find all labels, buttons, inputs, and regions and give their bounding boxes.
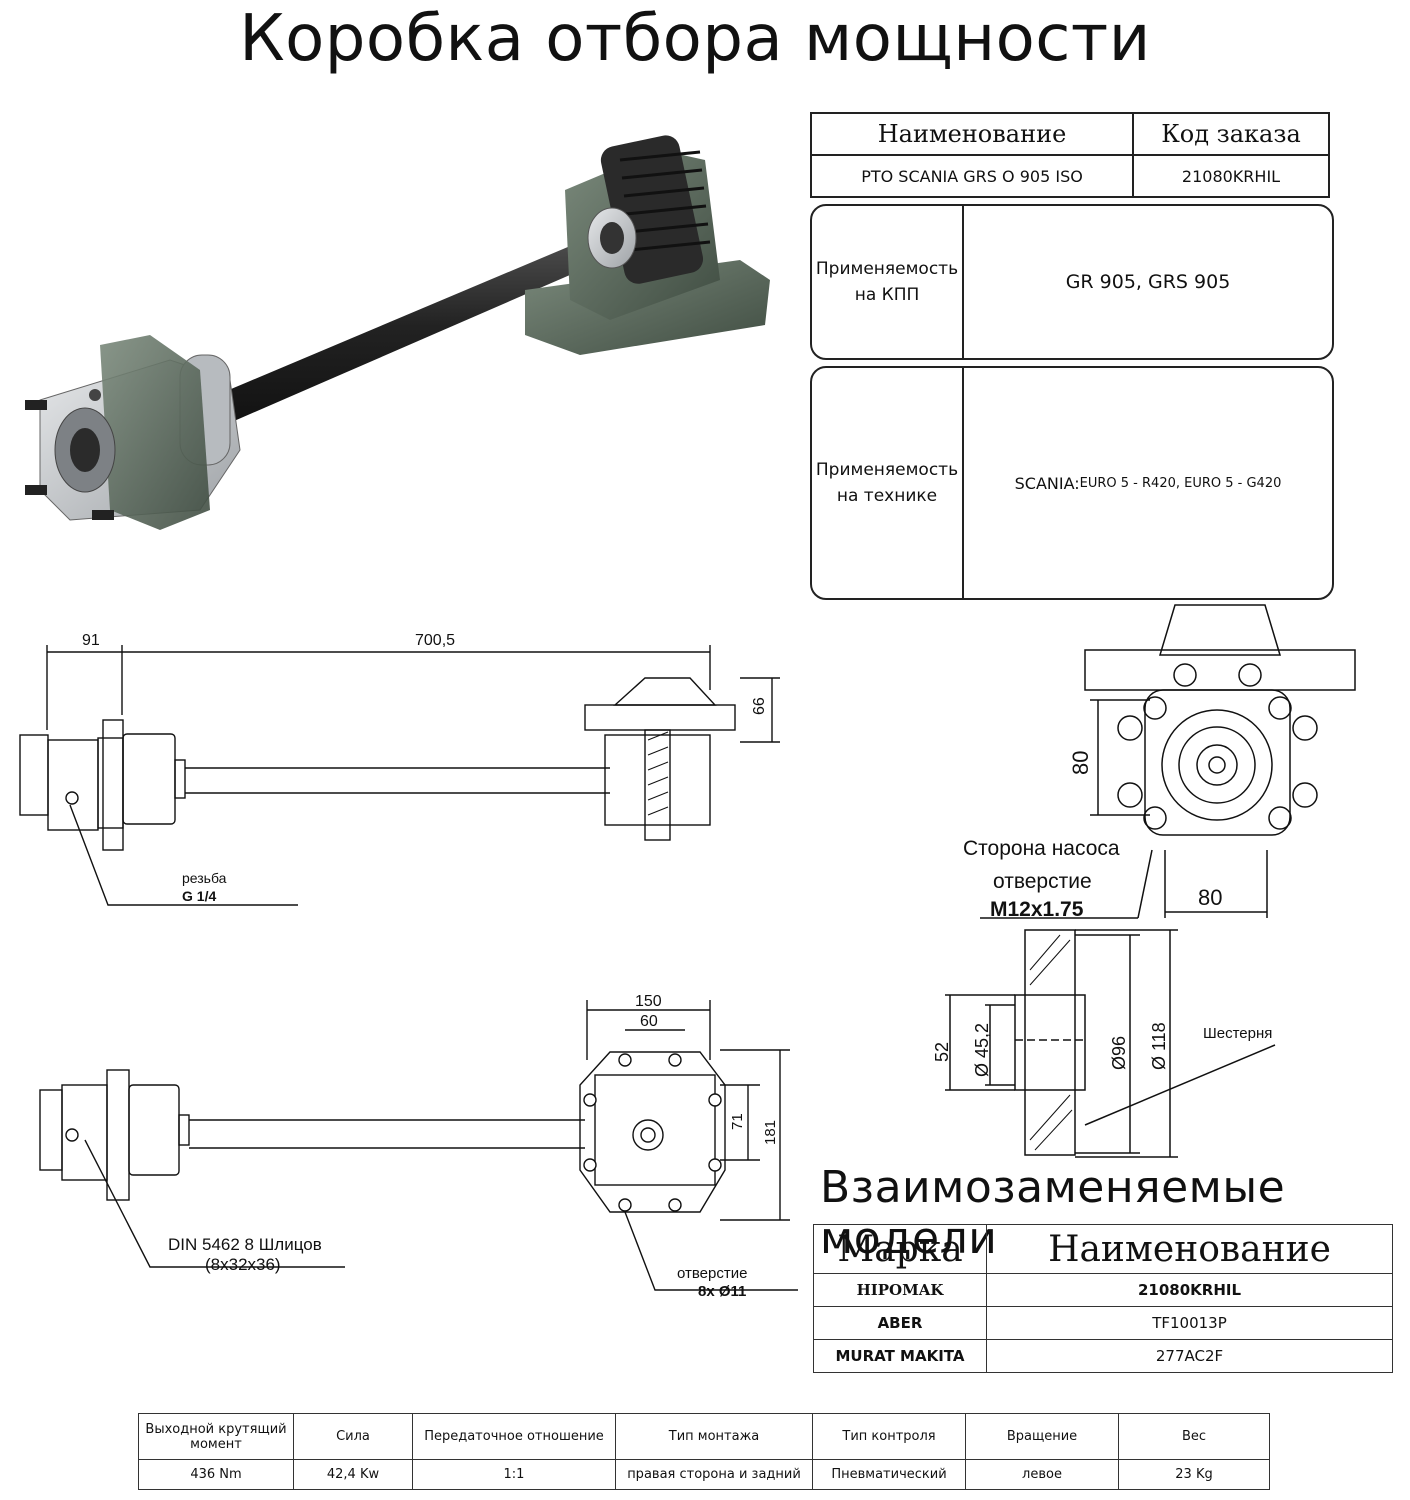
dim-80-horizontal: 80 bbox=[1198, 885, 1222, 910]
hole-label: отверстие bbox=[677, 1265, 747, 1282]
hole-value: 8x Ø11 bbox=[698, 1283, 746, 1300]
model-cell: 21080KRHIL bbox=[986, 1273, 1393, 1307]
spec-header: Вес bbox=[1118, 1413, 1270, 1460]
vehicle-applicability-box: Применяемость на технике SCANIA: EURO 5 … bbox=[810, 366, 1334, 600]
dim-45-2: Ø 45,2 bbox=[972, 1023, 992, 1077]
dim-700: 700,5 bbox=[415, 632, 455, 649]
spec-header: Вращение bbox=[965, 1413, 1119, 1460]
dim-91: 91 bbox=[82, 632, 100, 649]
thread-value: G 1/4 bbox=[182, 888, 216, 904]
pump-hole-label: отверстие bbox=[993, 870, 1092, 893]
model-cell: TF10013P bbox=[986, 1306, 1393, 1340]
spec-header: Тип монтажа bbox=[615, 1413, 813, 1460]
spec-value: 23 Kg bbox=[1118, 1459, 1270, 1490]
vehicle-applicability-label: Применяемость на технике bbox=[812, 368, 964, 598]
dim-181: 181 bbox=[762, 1120, 779, 1145]
vehicle-applicability-prefix: SCANIA: bbox=[1014, 473, 1080, 493]
order-table: Наименование Код заказа PTO SCANIA GRS O… bbox=[810, 112, 1330, 198]
dim-150: 150 bbox=[635, 993, 662, 1010]
brand-cell: ABER bbox=[813, 1306, 987, 1340]
order-code: 21080KRHIL bbox=[1132, 154, 1330, 198]
spec-value-row: 436 Nm 42,4 Kw 1:1 правая сторона и задн… bbox=[138, 1459, 1270, 1490]
order-name: PTO SCANIA GRS O 905 ISO bbox=[810, 154, 1134, 198]
gear-drawing: 52 Ø 45,2 Ø96 Ø 118 Шестерня bbox=[932, 929, 1276, 1158]
gearbox-applicability-label: Применяемость на КПП bbox=[812, 206, 964, 358]
dim-60: 60 bbox=[640, 1013, 658, 1030]
pump-thread-label: M12x1.75 bbox=[990, 898, 1084, 921]
front-view-drawing: 80 80 Сторона насоса отверстие M12x1.75 bbox=[963, 604, 1356, 921]
gearbox-applicability-value: GR 905, GRS 905 bbox=[1065, 271, 1231, 293]
table-row: HIPOMAK 21080KRHIL bbox=[813, 1273, 1393, 1307]
col-brand: Марка bbox=[813, 1224, 987, 1274]
spec-header: Сила bbox=[293, 1413, 413, 1460]
spline-line1: DIN 5462 8 Шлицов bbox=[168, 1235, 322, 1254]
bottom-view-drawing: 150 60 71 181 DIN 5462 8 Шлицов (8x32x36… bbox=[39, 993, 798, 1300]
spec-value: 42,4 Kw bbox=[293, 1459, 413, 1490]
spec-value: Пневматический bbox=[812, 1459, 966, 1490]
gear-label: Шестерня bbox=[1203, 1025, 1272, 1042]
side-view-drawing: 91 700,5 66 резьба G 1/4 bbox=[19, 632, 780, 906]
pto-render-image bbox=[25, 135, 770, 530]
table-row: ABER TF10013P bbox=[813, 1306, 1393, 1340]
spline-line2: (8x32x36) bbox=[205, 1255, 281, 1274]
gear-teeth-icon bbox=[619, 150, 711, 252]
dim-96: Ø96 bbox=[1109, 1036, 1129, 1070]
col-model-name: Наименование bbox=[986, 1224, 1393, 1274]
spec-header: Передаточное отношение bbox=[412, 1413, 616, 1460]
spec-header: Выходной крутящий момент bbox=[138, 1413, 294, 1460]
spec-table: Выходной крутящий момент Сила Передаточн… bbox=[138, 1413, 1270, 1490]
spec-header: Тип контроля bbox=[812, 1413, 966, 1460]
page-title: Коробка отбора мощности bbox=[239, 2, 1151, 76]
dim-118: Ø 118 bbox=[1149, 1022, 1169, 1070]
thread-label: резьба bbox=[182, 870, 227, 886]
vehicle-applicability-value-wrap: SCANIA: EURO 5 - R420, EURO 5 - G420 bbox=[964, 368, 1332, 598]
dim-52: 52 bbox=[932, 1042, 952, 1062]
spec-value: 1:1 bbox=[412, 1459, 616, 1490]
order-col-name: Наименование bbox=[810, 112, 1134, 156]
spec-header-row: Выходной крутящий момент Сила Передаточн… bbox=[138, 1413, 1270, 1460]
brand-cell: MURAT MAKITA bbox=[813, 1339, 987, 1373]
vehicle-applicability-value: EURO 5 - R420, EURO 5 - G420 bbox=[1079, 475, 1282, 491]
spec-value: левое bbox=[965, 1459, 1119, 1490]
brand-cell: HIPOMAK bbox=[813, 1273, 987, 1307]
dim-66: 66 bbox=[751, 697, 768, 715]
spec-value: 436 Nm bbox=[138, 1459, 294, 1490]
dim-71: 71 bbox=[729, 1113, 746, 1130]
order-col-code: Код заказа bbox=[1132, 112, 1330, 156]
table-row: MURAT MAKITA 277AC2F bbox=[813, 1339, 1393, 1373]
dim-80-vertical: 80 bbox=[1068, 751, 1093, 775]
spec-value: правая сторона и задний bbox=[615, 1459, 813, 1490]
gearbox-applicability-box: Применяемость на КПП GR 905, GRS 905 bbox=[810, 204, 1334, 360]
model-cell: 277AC2F bbox=[986, 1339, 1393, 1373]
interchangeable-table: Марка Наименование HIPOMAK 21080KRHIL AB… bbox=[813, 1224, 1393, 1373]
pump-side-label: Сторона насоса bbox=[963, 837, 1120, 860]
